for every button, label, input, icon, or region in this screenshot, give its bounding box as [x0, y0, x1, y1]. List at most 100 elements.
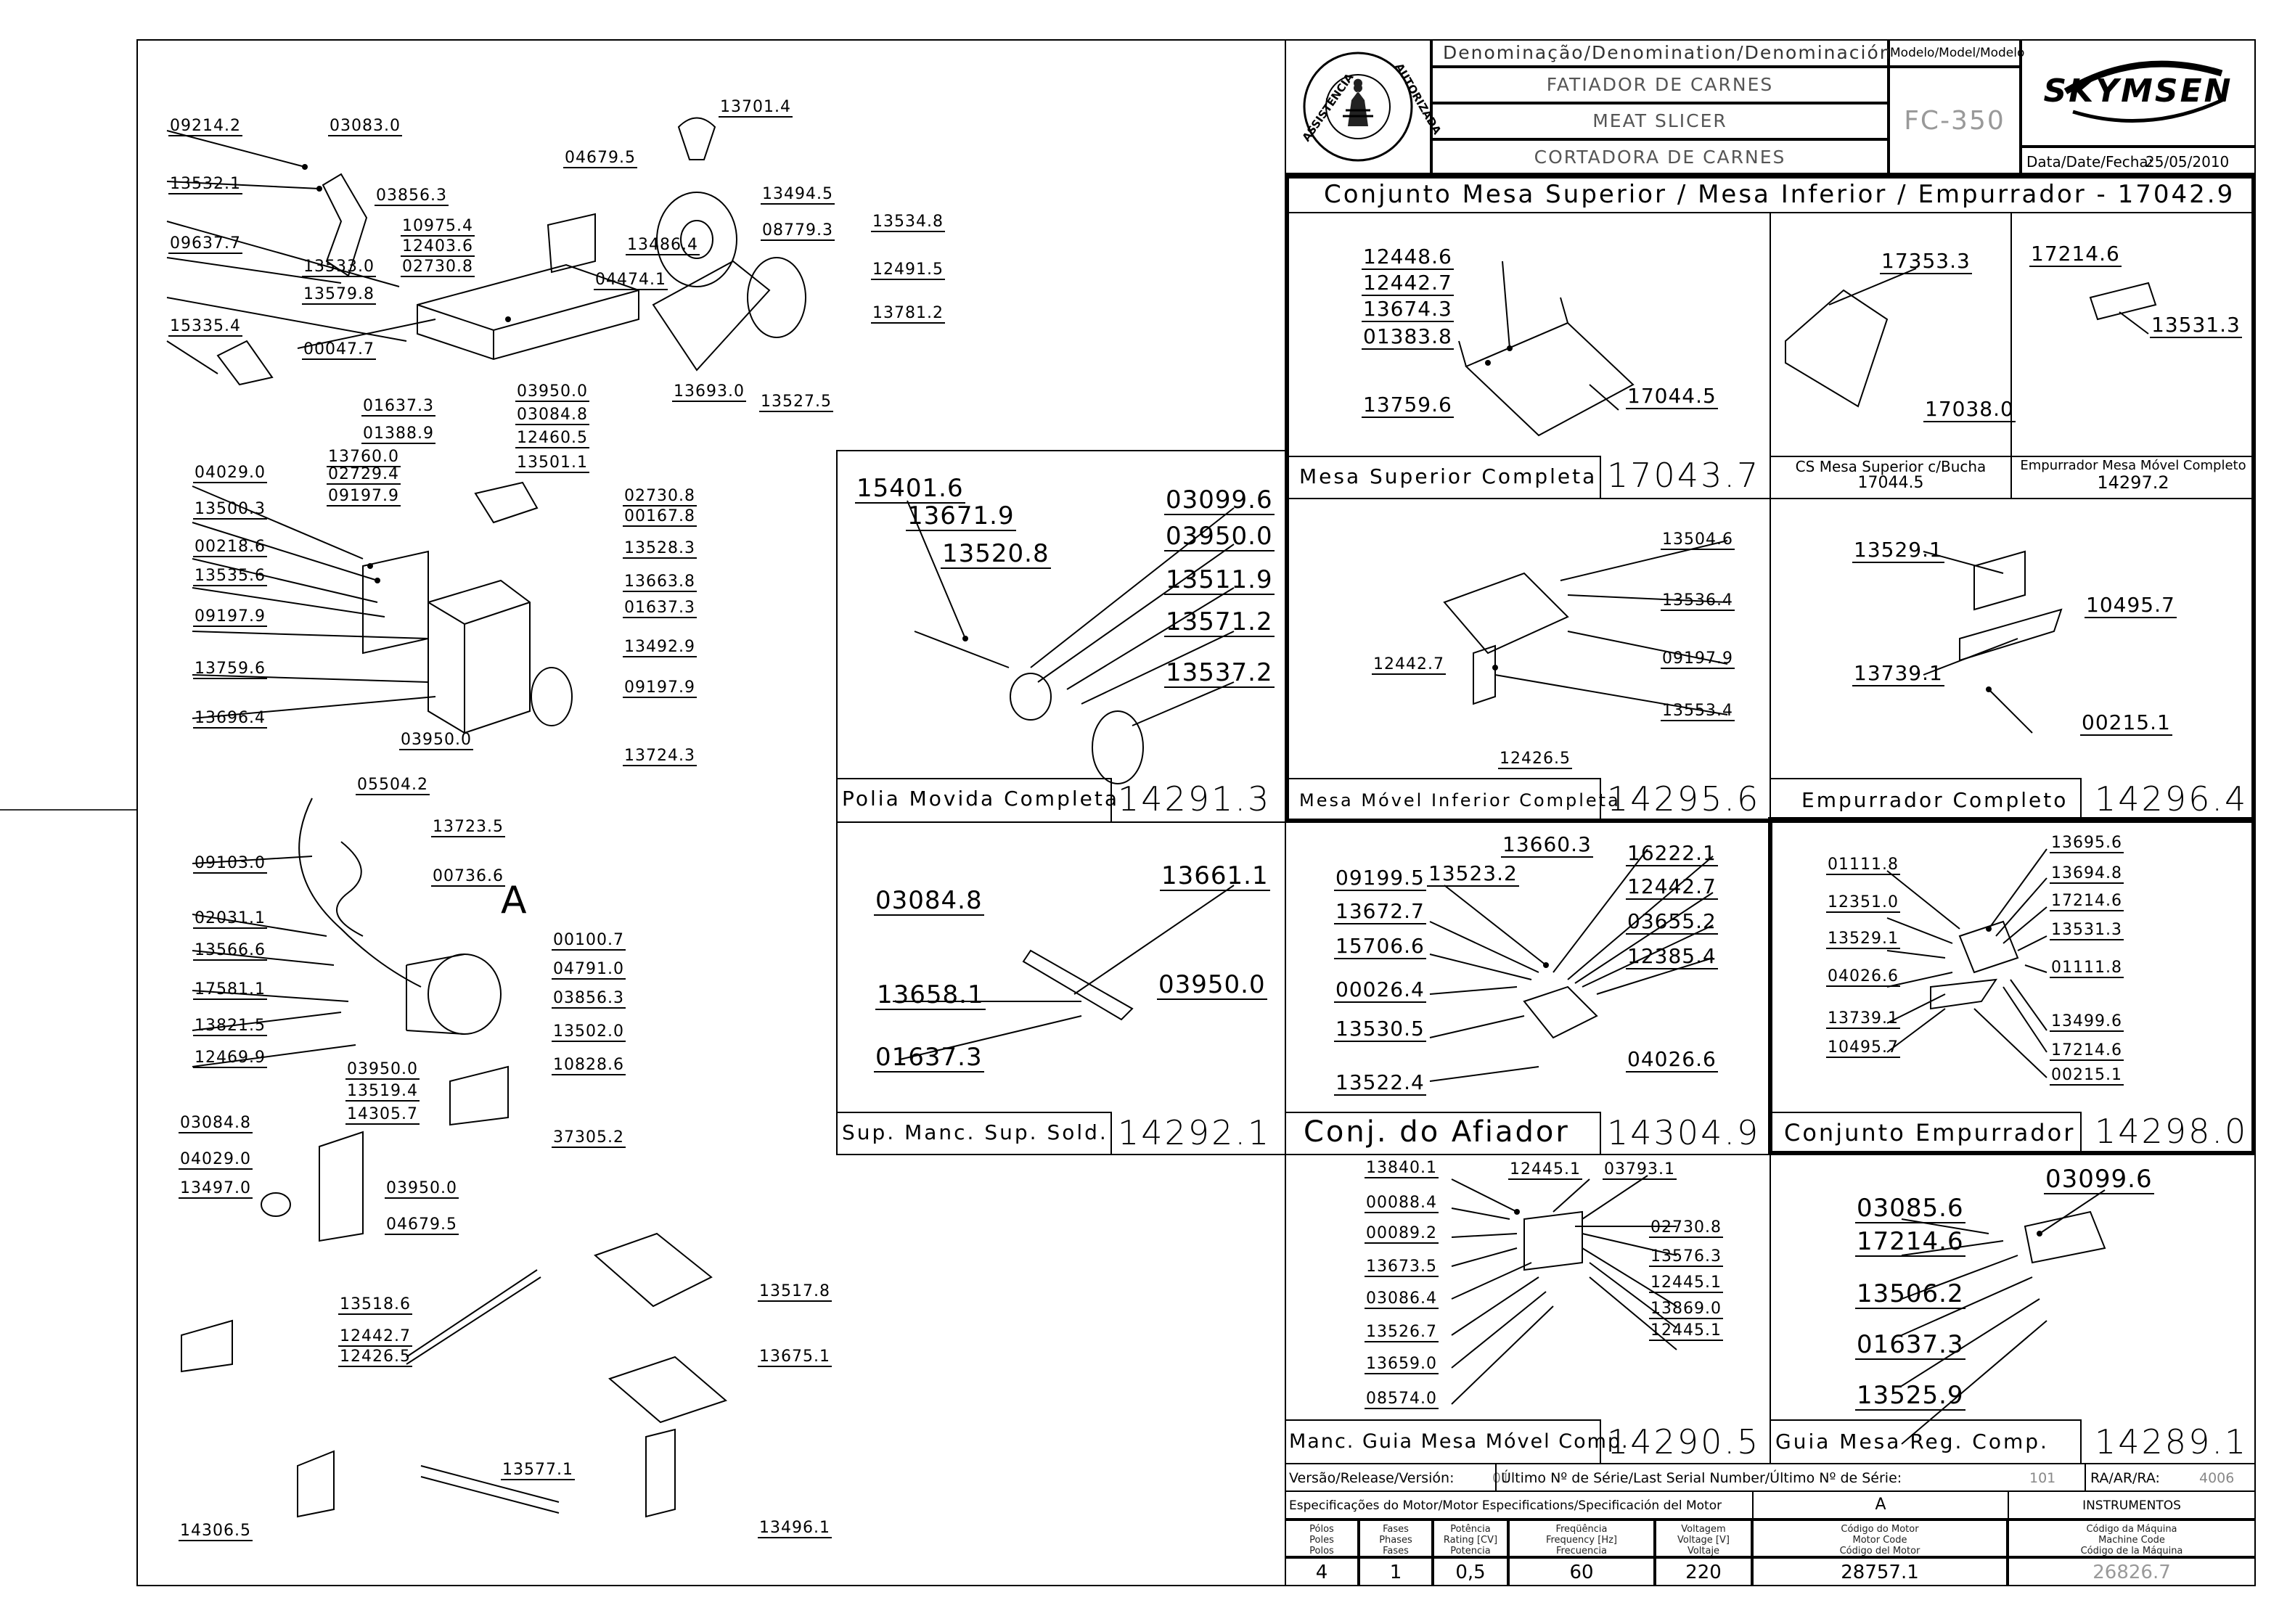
- conj-empurrador-caption: Conjunto Empurrador: [1784, 1119, 2076, 1147]
- part-number-label: 00026.4: [1334, 977, 1426, 1003]
- model-cell: FC-350: [1889, 67, 2021, 174]
- part-number-label: 03950.0: [1157, 970, 1267, 1000]
- part-number-label: 09103.0: [193, 854, 267, 874]
- part-number-label: 13760.0: [327, 448, 401, 467]
- part-number-label: 03793.1: [1603, 1160, 1677, 1180]
- caption-cell: [1770, 1112, 2082, 1154]
- motor-spec-value-cell: 220: [1655, 1557, 1752, 1586]
- assembly-title: Conjunto Mesa Superior / Mesa Inferior /…: [1324, 180, 2235, 209]
- version-label: Versão/Release/Versión:: [1289, 1470, 1455, 1486]
- part-number-label: 03084.8: [515, 406, 589, 425]
- part-number-label: 15401.6: [855, 474, 965, 504]
- part-number-label: 13659.0: [1365, 1355, 1439, 1374]
- part-number-label: 13781.2: [871, 304, 945, 324]
- part-number-label: 03950.0: [385, 1179, 459, 1199]
- part-number-label: 03084.8: [874, 886, 984, 916]
- part-number-label: 13500.3: [193, 500, 267, 520]
- part-number-label: 01637.3: [1855, 1330, 1965, 1360]
- part-number-label: 00736.6: [431, 867, 505, 887]
- manc-guia-code: 14290.5: [1607, 1422, 1761, 1461]
- ra-value: 4006: [2199, 1470, 2235, 1486]
- part-number-label: 13658.1: [875, 980, 986, 1010]
- part-number-label: 10975.4: [401, 217, 475, 237]
- part-number-label: 03099.6: [2044, 1165, 2154, 1194]
- part-number-label: 13537.2: [1164, 658, 1275, 688]
- part-number-label: 13535.6: [193, 567, 267, 586]
- part-number-label: 13701.4: [719, 98, 793, 118]
- part-number-label: 13502.0: [552, 1022, 626, 1042]
- part-number-label: 03950.0: [515, 382, 589, 402]
- skymsen-logo-icon: [2063, 60, 2227, 123]
- motor-spec-head-cell: Fases Phases Fases: [1359, 1520, 1433, 1557]
- part-number-label: 17353.3: [1880, 249, 1972, 274]
- part-number-label: 13869.0: [1649, 1300, 1723, 1319]
- part-number-label: 13579.8: [302, 285, 376, 305]
- motor-spec-value: 220: [1685, 1562, 1722, 1583]
- part-number-label: 13739.1: [1826, 1009, 1900, 1029]
- part-number-label: 13696.4: [193, 709, 267, 729]
- part-number-label: 03950.0: [399, 731, 473, 750]
- part-number-label: 02730.8: [623, 487, 697, 507]
- part-number-label: 15706.6: [1334, 934, 1426, 959]
- part-number-label: 12442.7: [1372, 655, 1446, 675]
- part-number-label: 13674.3: [1362, 297, 1454, 322]
- part-number-label: 09637.7: [168, 234, 242, 254]
- part-number-label: 13739.1: [1852, 661, 1944, 686]
- motor-spec-value: 60: [1569, 1562, 1594, 1583]
- seal-cell: ASSISTÊNCIA AUTORIZADA: [1285, 39, 1444, 174]
- part-number-label: 09197.9: [623, 678, 697, 698]
- part-number-label: 13506.2: [1855, 1279, 1965, 1309]
- caption-cell: [1770, 778, 2082, 823]
- part-number-label: 13523.2: [1427, 861, 1519, 887]
- model-value: FC-350: [1904, 106, 2005, 136]
- motor-spec-value: 26826.7: [2092, 1562, 2171, 1583]
- serial-value: 101: [2029, 1470, 2056, 1486]
- part-number-label: 03856.3: [375, 186, 449, 206]
- part-number-label: 17214.6: [2050, 1041, 2124, 1061]
- part-number-label: 14305.7: [345, 1105, 420, 1125]
- part-number-label: 09197.9: [193, 607, 267, 627]
- motor-spec-label: Especificações do Motor/Motor Especifica…: [1289, 1498, 1722, 1513]
- mesa-superior-code: 17043.7: [1607, 456, 1761, 495]
- part-number-label: 12445.1: [1508, 1160, 1582, 1180]
- part-number-label: 13531.3: [2050, 921, 2124, 940]
- part-number-label: 01637.3: [361, 397, 435, 417]
- part-number-label: 04474.1: [594, 271, 668, 290]
- part-number-label: 04679.5: [385, 1215, 459, 1235]
- section-marker: A: [501, 879, 527, 922]
- part-number-label: 02730.8: [401, 258, 475, 277]
- afiador-code: 14304.9: [1607, 1113, 1761, 1152]
- part-number-label: 12426.5: [338, 1348, 412, 1367]
- part-number-label: 13724.3: [623, 747, 697, 766]
- part-number-label: 13533.0: [302, 258, 376, 277]
- divider: [1495, 1463, 1497, 1492]
- motor-spec-head-cell: Código da Máquina Machine Code Código de…: [2008, 1520, 2256, 1557]
- part-number-label: 13526.7: [1365, 1323, 1439, 1342]
- model-label-cell: Modelo/Model/Modelo: [1889, 39, 2024, 67]
- mesa-movel-code: 14295.6: [1607, 779, 1761, 819]
- conj-empurrador-code: 14298.0: [2095, 1112, 2249, 1151]
- cs-mesa-code: 17044.5: [1857, 474, 1924, 492]
- part-number-label: 04791.0: [552, 960, 626, 980]
- part-number-label: 13536.4: [1661, 591, 1735, 611]
- part-number-label: 13694.8: [2050, 864, 2124, 884]
- part-number-label: 01383.8: [1362, 324, 1454, 350]
- name-es-cell: CORTADORA DE CARNES: [1431, 139, 1889, 174]
- part-number-label: 13486.4: [626, 236, 700, 255]
- part-number-label: 13723.5: [431, 818, 505, 837]
- motor-spec-value-cell: 4: [1285, 1557, 1359, 1586]
- part-number-label: 13519.4: [345, 1082, 420, 1102]
- part-number-label: 12442.7: [1626, 874, 1718, 900]
- part-number-label: 12442.7: [1362, 271, 1454, 296]
- sup-manc-caption: Sup. Manc. Sup. Sold.: [842, 1120, 1108, 1144]
- part-number-label: 13672.7: [1334, 899, 1426, 924]
- part-number-label: 13522.4: [1334, 1070, 1426, 1096]
- part-number-label: 12445.1: [1649, 1321, 1723, 1341]
- motor-spec-head-cell: Voltagem Voltage [V] Voltaje: [1655, 1520, 1752, 1557]
- manc-guia-caption: Manc. Guia Mesa Móvel Comp.: [1289, 1430, 1629, 1453]
- instruments-header: [2008, 1490, 2256, 1520]
- part-number-label: 13525.9: [1855, 1381, 1965, 1411]
- part-number-label: 10828.6: [552, 1056, 626, 1075]
- part-number-label: 13840.1: [1365, 1159, 1439, 1178]
- part-number-label: 13571.2: [1164, 607, 1275, 637]
